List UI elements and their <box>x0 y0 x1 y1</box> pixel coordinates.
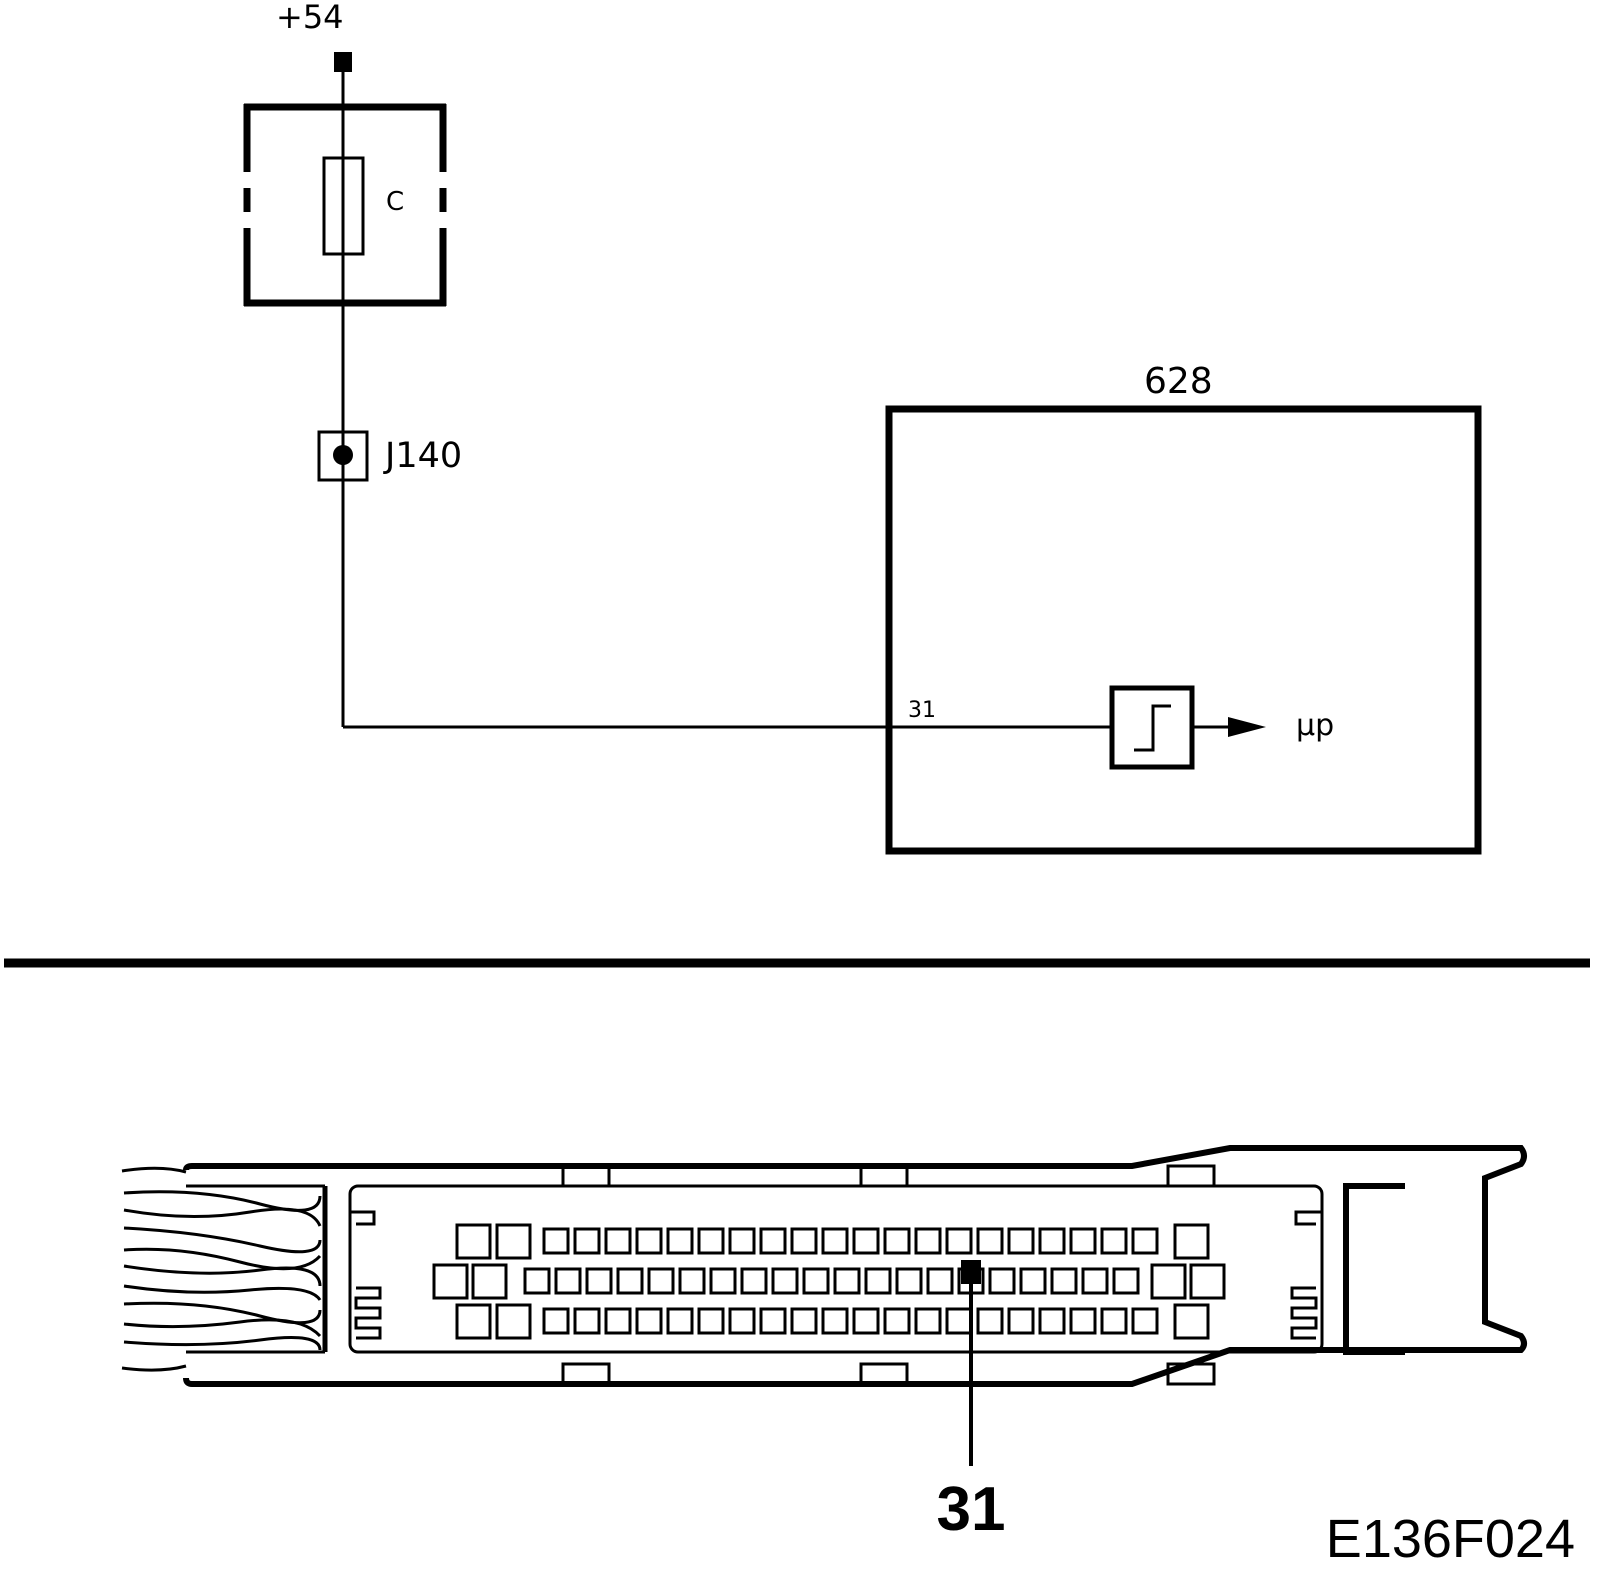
junction-label: J140 <box>383 436 462 476</box>
pin-cavity <box>1112 1267 1140 1295</box>
output-arrow-icon <box>1228 717 1266 737</box>
pin-cavity <box>821 1307 849 1335</box>
housing-tabs <box>561 1164 1216 1386</box>
pin-cavity <box>1100 1307 1128 1335</box>
pin-cavity <box>573 1307 601 1335</box>
pin-cavity <box>1038 1307 1066 1335</box>
pin-cavity <box>542 1227 570 1255</box>
pin-cavity <box>728 1307 756 1335</box>
pin-cavity <box>759 1307 787 1335</box>
pin-cavity <box>740 1267 768 1295</box>
pin-cavity <box>616 1267 644 1295</box>
pin-cavity <box>1069 1307 1097 1335</box>
pin-cavity <box>728 1227 756 1255</box>
figure-id: E136F024 <box>1326 1509 1575 1569</box>
module-label: 628 <box>1144 361 1213 402</box>
pin-cavity <box>852 1227 880 1255</box>
pin-cavity <box>1100 1227 1128 1255</box>
pin-cavity <box>1007 1307 1035 1335</box>
schematic: +54 C J140 628 31 <box>243 0 1482 855</box>
large-pin-cavity <box>1189 1263 1226 1300</box>
connector-view: 31 <box>121 1145 1527 1544</box>
pin-cavity <box>976 1227 1004 1255</box>
wire-bundle <box>121 1166 322 1372</box>
pin-cavity <box>914 1307 942 1335</box>
pin-cavity <box>604 1227 632 1255</box>
pin-cavity <box>1069 1227 1097 1255</box>
fuse-box <box>243 103 447 307</box>
large-pin-cavity <box>1173 1303 1210 1340</box>
pin-callout-label: 31 <box>937 1475 1006 1544</box>
junction-dot <box>333 445 353 465</box>
large-pin-cavity <box>495 1303 532 1340</box>
pin-cavity <box>790 1227 818 1255</box>
pin-cavity <box>709 1267 737 1295</box>
pin-cavity <box>1081 1267 1109 1295</box>
pin-cavity <box>883 1307 911 1335</box>
large-pin-cavity <box>455 1223 492 1260</box>
pin-cavity <box>926 1267 954 1295</box>
output-label: µp <box>1296 708 1334 743</box>
pin-cavity <box>523 1267 551 1295</box>
pin-cavity <box>666 1227 694 1255</box>
pin-cavity <box>585 1267 613 1295</box>
large-pin-cavity <box>495 1223 532 1260</box>
supply-label: +54 <box>276 0 344 36</box>
pin-cavity <box>802 1267 830 1295</box>
pin-cavity <box>604 1307 632 1335</box>
large-pin-cavity <box>455 1303 492 1340</box>
pin-cavity <box>883 1227 911 1255</box>
pin-cavity <box>976 1307 1004 1335</box>
housing-slot <box>1343 1183 1405 1355</box>
module-628-box <box>885 405 1482 855</box>
large-pin-cavity <box>1173 1223 1210 1260</box>
pin-cavity <box>1007 1227 1035 1255</box>
pin-cavity <box>988 1267 1016 1295</box>
pin-cavity <box>895 1267 923 1295</box>
pin-cavity <box>647 1267 675 1295</box>
pin-cavity <box>542 1307 570 1335</box>
supply-terminal <box>334 52 352 72</box>
pin-cavity <box>1131 1227 1159 1255</box>
pin-cavity <box>554 1267 582 1295</box>
pin-cavity <box>573 1227 601 1255</box>
pin-cavity <box>697 1307 725 1335</box>
large-pin-cavity <box>471 1263 508 1300</box>
connector-housing <box>183 1145 1527 1387</box>
pin-cavity <box>833 1267 861 1295</box>
pin-cavity <box>914 1227 942 1255</box>
pin-cavity <box>945 1227 973 1255</box>
pin-cavity <box>666 1307 694 1335</box>
pin-cavity <box>697 1227 725 1255</box>
pin-cavity <box>635 1307 663 1335</box>
pin-cavity <box>1019 1267 1047 1295</box>
step-icon <box>1134 704 1171 752</box>
pin-cavity <box>771 1267 799 1295</box>
pin-rows <box>432 1223 1226 1340</box>
pin-cavity <box>1050 1267 1078 1295</box>
pin-cavity <box>945 1307 973 1335</box>
pin-cavity <box>678 1267 706 1295</box>
pin-cavity <box>759 1227 787 1255</box>
pin-cavity <box>821 1227 849 1255</box>
latch-combs <box>350 1210 1322 1340</box>
pin-cavity <box>635 1227 663 1255</box>
pin-field-frame <box>348 1184 1324 1354</box>
pin-cavity <box>852 1307 880 1335</box>
pin-label: 31 <box>908 698 936 723</box>
large-pin-cavity <box>432 1263 469 1300</box>
fuse-label: C <box>386 187 404 217</box>
large-pin-cavity <box>1150 1263 1187 1300</box>
pin-31-highlight <box>961 1260 981 1284</box>
pin-cavity <box>1038 1227 1066 1255</box>
pin-cavity <box>790 1307 818 1335</box>
pin-cavity <box>864 1267 892 1295</box>
pin-cavity <box>1131 1307 1159 1335</box>
